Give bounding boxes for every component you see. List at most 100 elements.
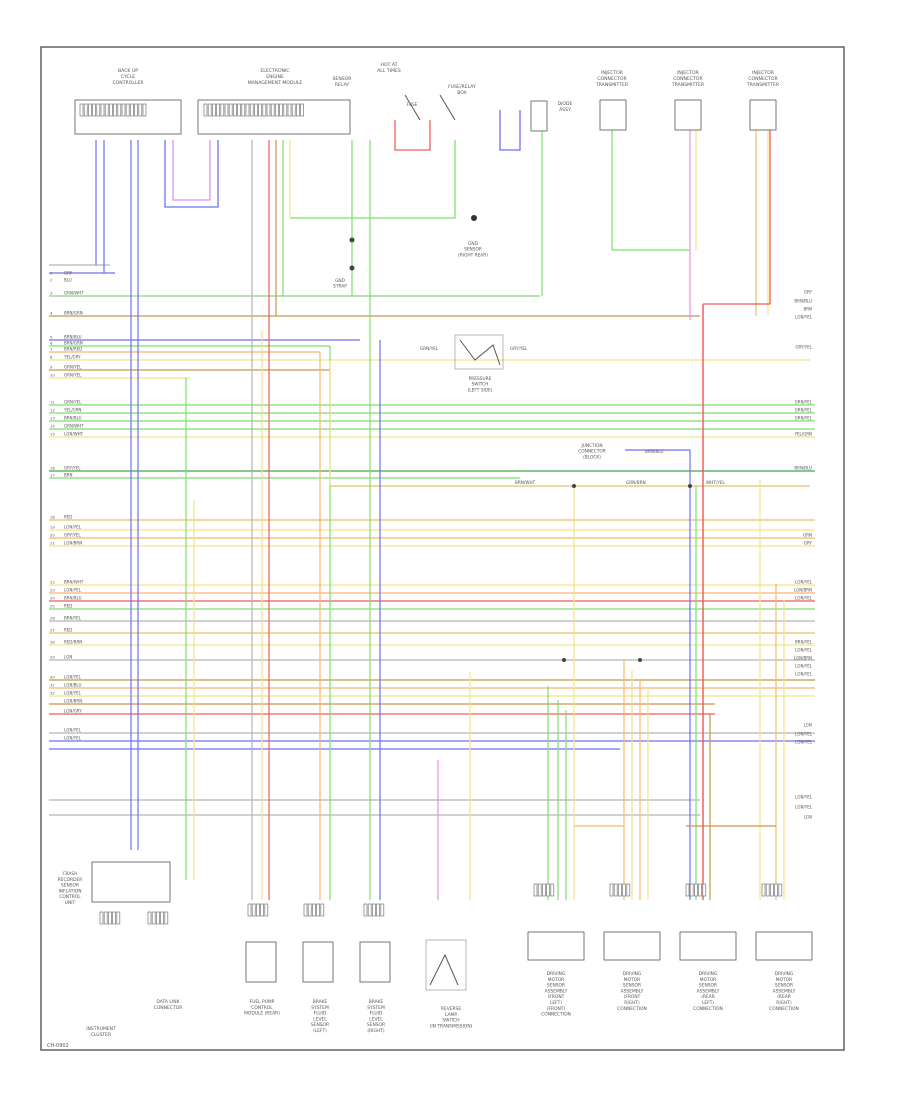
connector-pins — [618, 883, 622, 897]
wire-label: LGN/YEL — [64, 675, 82, 680]
pin-label: 23 — [50, 588, 55, 593]
component-label: (LEFT SIDE) — [468, 387, 493, 393]
connector-pins — [212, 103, 216, 117]
connector-pins — [702, 883, 707, 897]
motor-sensor-box — [755, 931, 813, 961]
splice-point — [562, 658, 566, 662]
splice-point — [638, 658, 642, 662]
component-label: SWITCH — [472, 382, 489, 388]
connector-pins — [363, 903, 368, 917]
fuse-wire — [499, 110, 521, 151]
component-label: ASSEMBLY — [621, 988, 644, 994]
component-label: CRASH — [62, 871, 77, 877]
splice-point — [349, 237, 355, 243]
connector-pins — [303, 903, 308, 917]
connector-pins — [262, 103, 267, 117]
connector-pins — [542, 883, 546, 897]
brake-sensor-left-box — [302, 941, 334, 983]
connector-pins — [164, 911, 169, 925]
component-label: SENSOR — [311, 1022, 329, 1028]
component-label: JUNCTION — [580, 443, 602, 449]
wire-label: GRY — [804, 541, 813, 546]
wire-layer — [49, 105, 815, 900]
wire-label: LGN/YEL — [64, 728, 82, 733]
component-label: BRAKE — [369, 999, 384, 1005]
wire-label: WHT/YEL — [706, 480, 725, 485]
component-label: DRIVING — [623, 971, 642, 977]
connector-pins — [109, 103, 113, 117]
component-label: GND — [335, 278, 346, 284]
wire-label: LGN/YEL — [795, 805, 813, 810]
component-label: DATA LINK — [156, 999, 180, 1005]
connector-pins — [254, 103, 258, 117]
component-label: RECORDER — [58, 877, 83, 883]
connector-pins — [241, 103, 246, 117]
wire-label: BRN/BLU — [64, 416, 82, 421]
wire-label: LGN/YEL — [64, 525, 82, 530]
wire-label: BRN/GRN — [64, 341, 83, 346]
component-label: MOTOR — [548, 977, 564, 983]
reverse-switch-box — [425, 939, 467, 991]
connector-pins — [112, 911, 116, 925]
wire-label: GRY — [804, 290, 813, 295]
component-label: CONNECTOR — [154, 1005, 183, 1011]
connector-pins — [147, 911, 152, 925]
wire-label: GRN/YEL — [420, 346, 439, 351]
wire-label: LGN/WHT — [64, 432, 84, 437]
component-label: CONNECTOR — [673, 76, 703, 82]
component-label: MOTOR — [776, 977, 792, 983]
component-label: (IN TRANSMISSION) — [430, 1023, 473, 1029]
component-label: FLUID — [314, 1011, 327, 1017]
component-label: INSTRUMENT — [86, 1026, 116, 1032]
component-label: RIGHT) — [776, 1000, 792, 1006]
component-label: DRIVING — [547, 971, 566, 977]
wire-label: BLU — [64, 278, 72, 283]
loop-wire — [172, 140, 211, 201]
connector-pins — [307, 903, 312, 917]
wire-label: GRN/YEL — [64, 365, 82, 370]
connector-pins — [546, 883, 550, 897]
wire-label: LGN/YEL — [64, 736, 82, 741]
injector-connector-box — [599, 99, 627, 131]
connector-pins — [251, 903, 256, 917]
connector-pins — [698, 883, 702, 897]
component-label: MODULE (REAR) — [244, 1011, 280, 1017]
component-label: (RIGHT) — [367, 1028, 384, 1034]
wire-label: GRY/YEL — [64, 533, 81, 538]
connector-pins — [609, 883, 614, 897]
component-label: INJECTOR — [601, 70, 624, 76]
wire-label: GRY/YEL — [510, 346, 528, 351]
wire-label: LGN/BRN — [794, 656, 812, 661]
connector-pins — [151, 911, 156, 925]
motor-sensor-box — [527, 931, 585, 961]
wire-label: LGN/YEL — [795, 648, 813, 653]
connector-pins — [770, 883, 774, 897]
component-label: SENSOR — [623, 983, 641, 989]
component-label: (RIGHT REAR) — [458, 252, 488, 258]
injector-connector-box — [674, 99, 702, 131]
connector-pins — [622, 883, 626, 897]
pin-label: 3 — [50, 291, 53, 296]
connector-pins — [138, 103, 143, 117]
connector-pins — [203, 103, 208, 117]
crash-recorder-box — [91, 861, 171, 903]
component-label: (FRONT — [624, 994, 641, 1000]
wire-label: LGN/YEL — [795, 672, 813, 677]
label-layer: BACK UPCYCLECONTROLLERELECTRONICENGINEMA… — [50, 62, 813, 1038]
component-label: SENSOR — [775, 983, 793, 989]
connector-pins — [380, 903, 385, 917]
wire-label: GRN/YEL — [795, 416, 813, 421]
connector-pins — [300, 103, 304, 117]
pin-label: 1 — [50, 271, 53, 276]
diagram-border — [40, 46, 845, 1051]
component-label: CONTROLLER — [112, 80, 144, 86]
component-label: ASSY — [559, 107, 571, 113]
component-label: GND — [468, 241, 479, 247]
component-label: DIODE — [558, 101, 573, 107]
ground-point — [471, 215, 477, 221]
component-label: FUSE — [407, 102, 418, 107]
wire-label: BRN/WHT — [64, 580, 84, 585]
component-label: CONNECTOR — [597, 76, 627, 82]
fuse-wire — [394, 120, 431, 151]
